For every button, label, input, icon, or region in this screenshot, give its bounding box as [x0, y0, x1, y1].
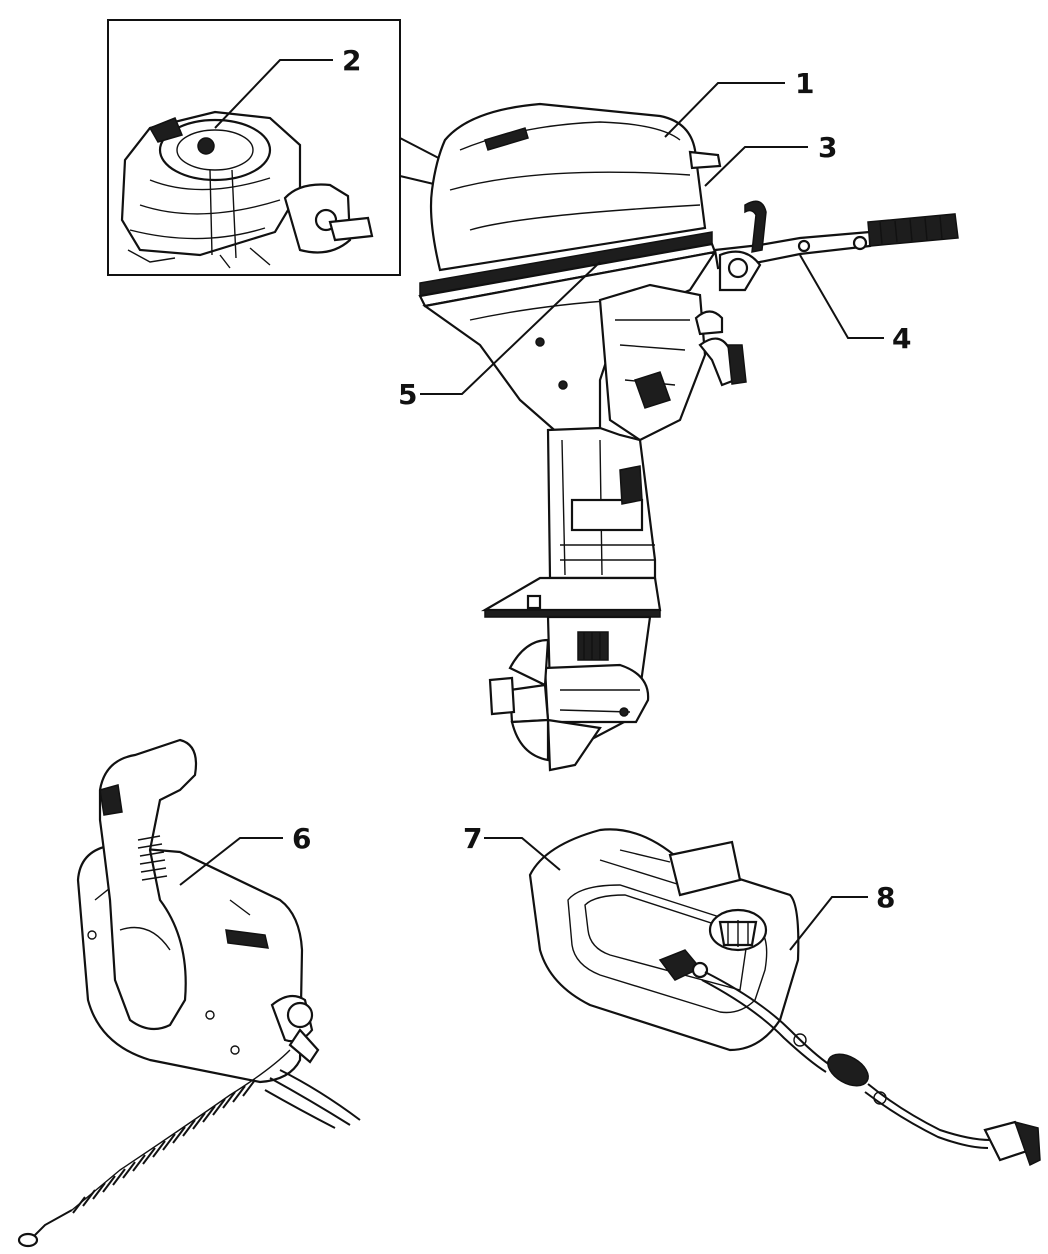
lanyard-coil: [72, 1079, 256, 1214]
remote-control-box: [17, 738, 361, 1248]
callout-7: 7: [463, 822, 482, 855]
callout-2: 2: [342, 44, 361, 77]
callout-5: 5: [398, 378, 417, 411]
callout-4: 4: [892, 322, 911, 355]
inset-recoil-starter-detail: [107, 19, 536, 276]
callout-8: 8: [876, 881, 895, 914]
fuel-line-with-primer-bulb: [701, 971, 1041, 1167]
callout-1: 1: [795, 67, 814, 100]
callout-numbers: 1 2 3 4 5 6 7 8: [292, 44, 911, 914]
callout-3: 3: [818, 131, 837, 164]
fuel-tank: [528, 828, 800, 1052]
callout-6: 6: [292, 822, 311, 855]
leader-lines: [179, 59, 884, 951]
outboard-motor: [418, 102, 959, 772]
